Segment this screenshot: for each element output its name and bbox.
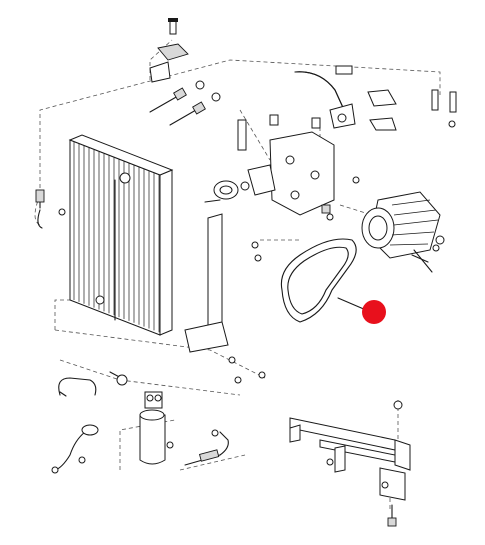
- mounting-bracket: [237, 114, 335, 216]
- tensioner-pulley: [204, 180, 250, 203]
- compressor: [361, 191, 445, 263]
- callout-leader: [337, 297, 367, 311]
- highlight-marker[interactable]: [362, 300, 386, 324]
- sensor-cable: [35, 189, 66, 229]
- top-bracket-left: [149, 18, 189, 83]
- receiver-drier: [139, 391, 166, 465]
- support-frame: [289, 400, 411, 527]
- radiator-condenser: [68, 134, 174, 336]
- refrigerant-hose-top: [294, 71, 356, 129]
- fasteners: [78, 176, 440, 464]
- drive-belt[interactable]: [280, 238, 357, 323]
- pressure-switch-line: [51, 371, 128, 474]
- liquid-line-fitting: [184, 429, 229, 466]
- bolt-group-top-left: [149, 65, 353, 126]
- support-strap: [184, 213, 266, 379]
- top-bracket-right: [367, 89, 457, 131]
